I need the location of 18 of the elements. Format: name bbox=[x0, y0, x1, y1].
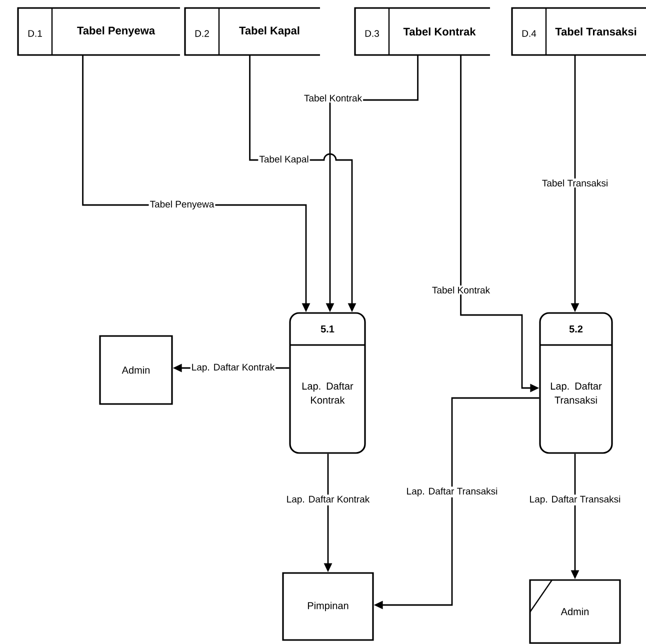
process-box: 5.1 Lap. Daftar Kontrak bbox=[289, 312, 366, 454]
edge-label: Lap. Daftar Transaksi bbox=[405, 486, 499, 498]
edge-label: Lap. Daftar Transaksi bbox=[528, 494, 622, 506]
edge-label: Tabel Kontrak bbox=[302, 94, 364, 102]
edge-label: Tabel Penyewa bbox=[148, 200, 216, 210]
edge-label: Tabel Kontrak bbox=[430, 286, 492, 294]
data-store: D.4 Tabel Transaksi bbox=[511, 7, 646, 56]
edge-label: Tabel Kapal bbox=[258, 154, 310, 166]
edge-label: Tabel Transaksi bbox=[540, 178, 610, 188]
process-box: 5.2 Lap. Daftar Transaksi bbox=[539, 312, 613, 454]
entity-box: Admin bbox=[529, 579, 621, 644]
entity-box: Pimpinan bbox=[282, 572, 374, 641]
data-store: D.1 Tabel Penyewa bbox=[17, 7, 180, 56]
edge-label: Lap. Daftar Kontrak bbox=[285, 494, 371, 506]
data-store: D.2 Tabel Kapal bbox=[184, 7, 320, 56]
edge-label: Lap. Daftar Kontrak bbox=[190, 362, 276, 374]
data-store: D.3 Tabel Kontrak bbox=[354, 7, 490, 56]
entity-box: Admin bbox=[99, 335, 173, 405]
